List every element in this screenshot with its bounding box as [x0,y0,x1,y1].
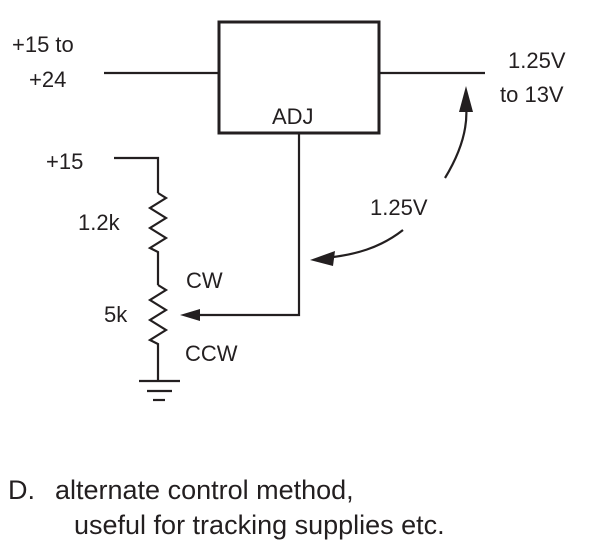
curved-arrow-down [324,229,404,260]
pot-ccw-label: CCW [185,341,238,366]
pot-cw-label: CW [186,268,223,293]
output-label-line1: 1.25V [508,48,566,73]
voltage-annotation: 1.25V [370,195,428,220]
input-label-line1: +15 to [12,32,74,57]
caption-line2: useful for tracking supplies etc. [74,510,445,540]
caption-line1: alternate control method, [55,475,354,505]
ground-icon [139,379,180,402]
curved-arrow-up [444,104,468,179]
pot-label: 5k [104,302,128,327]
arrow-up-icon [459,86,473,112]
caption-letter: D. [8,475,35,505]
supply-wire [114,156,160,193]
wiper-arrow-icon [180,309,200,321]
arrow-left-icon [310,251,335,266]
potentiometer-5k [147,284,169,380]
adj-pin-label: ADJ [272,104,314,129]
adj-wire [190,133,301,317]
output-label-line2: to 13V [500,82,564,107]
input-label-line2: +24 [29,67,66,92]
supply-label: +15 [46,149,83,174]
resistor-1-2k [147,192,169,285]
resistor-label: 1.2k [78,210,121,235]
